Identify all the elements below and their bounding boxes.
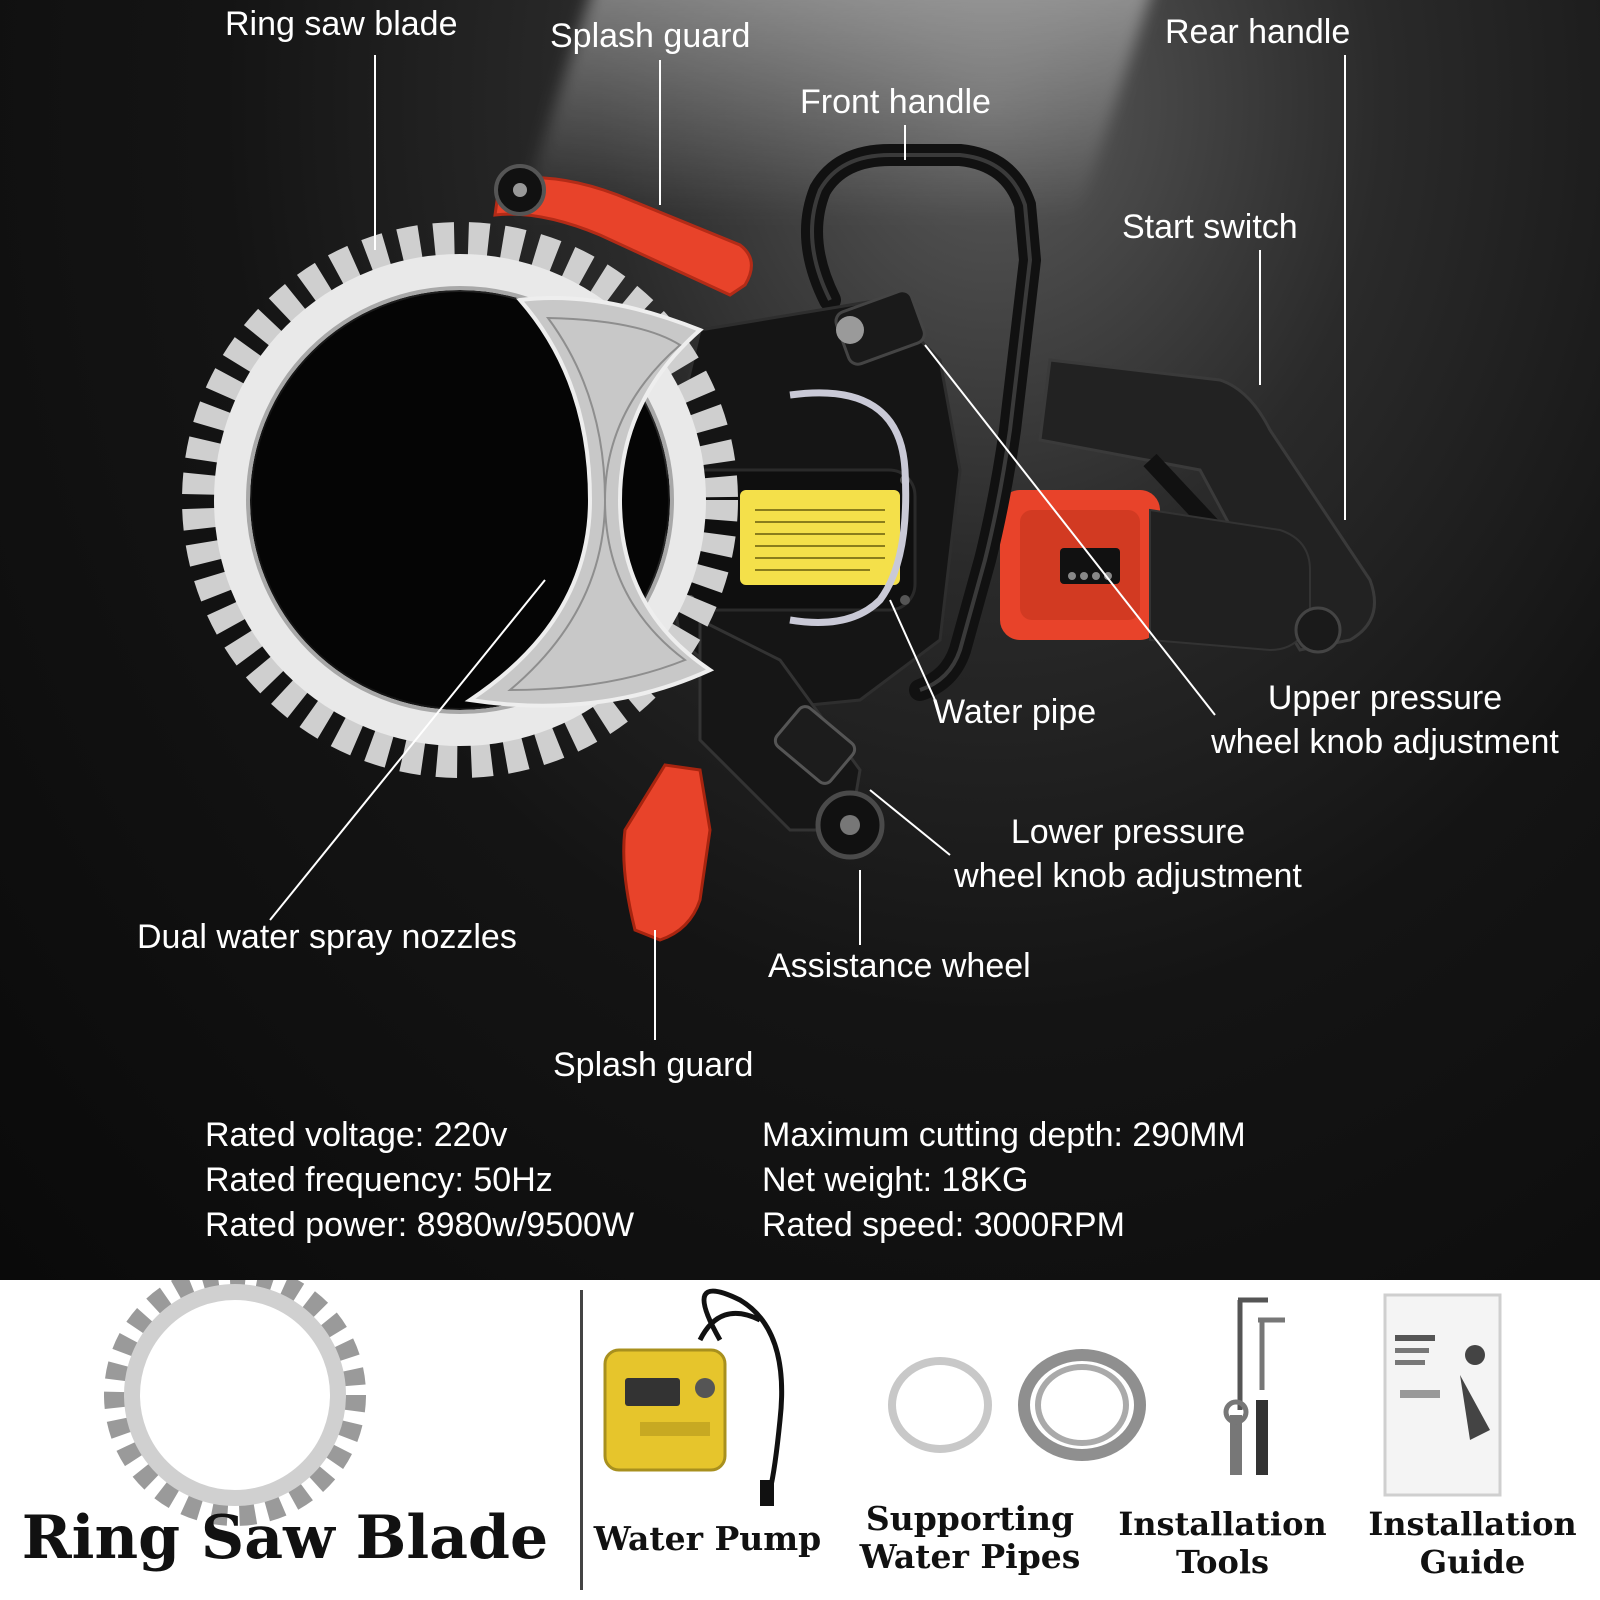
accessory-water-pump-label: Water Pump (593, 1519, 822, 1558)
accessory-water-pipes-label: Supporting Water Pipes (840, 1500, 1100, 1576)
ring-saw-illustration (182, 55, 1376, 1040)
accessory-ring-blade-image (104, 1280, 366, 1526)
accessory-guide-image (1383, 1293, 1502, 1497)
accessories-divider (580, 1290, 583, 1590)
callout-upper-pressure-line2: wheel knob adjustment (1211, 723, 1559, 761)
spec-power: Rated power: 8980w/9500W (205, 1206, 635, 1244)
callout-dual-nozzles: Dual water spray nozzles (137, 918, 517, 956)
spec-rated-speed: Rated speed: 3000RPM (762, 1206, 1125, 1244)
callout-upper-pressure: Upper pressure wheel knob adjustment (1175, 676, 1595, 764)
crescent-plate (464, 296, 715, 708)
spec-net-weight: Net weight: 18KG (762, 1161, 1029, 1199)
callout-start-switch: Start switch (1122, 208, 1298, 246)
accessory-guide-line1: Installation (1368, 1505, 1577, 1543)
accessories-illustrations (104, 1280, 1502, 1526)
splash-guard-top-shape (493, 164, 753, 297)
accessory-guide-line2: Guide (1419, 1543, 1526, 1581)
accessory-tools-line2: Tools (1176, 1543, 1269, 1581)
callout-splash-guard-top: Splash guard (550, 17, 751, 55)
accessory-tools-image (1223, 1297, 1285, 1475)
water-pipe-shape (789, 389, 910, 626)
leader-lines (269, 55, 1346, 1040)
lower-arm (698, 617, 885, 860)
accessory-tools-line1: Installation (1118, 1505, 1327, 1543)
accessories-strip: Ring Saw Blade Water Pump Supporting Wat… (0, 1280, 1600, 1600)
callout-lower-pressure-line1: Lower pressure (1010, 813, 1246, 851)
accessory-guide-label: Installation Guide (1350, 1505, 1595, 1581)
spec-voltage: Rated voltage: 220v (205, 1116, 508, 1154)
warning-label (740, 490, 900, 585)
motor-body (1000, 490, 1342, 654)
callout-splash-guard-bottom: Splash guard (553, 1046, 754, 1084)
callout-front-handle: Front handle (800, 83, 991, 121)
callout-lower-pressure: Lower pressure wheel knob adjustment (918, 810, 1338, 898)
upper-pressure-knob (834, 289, 926, 366)
callout-rear-handle: Rear handle (1165, 13, 1351, 51)
callout-ring-saw-blade: Ring saw blade (225, 5, 458, 43)
spec-cutting-depth: Maximum cutting depth: 290MM (762, 1116, 1246, 1154)
accessory-water-pipes-image (888, 1349, 1146, 1461)
accessory-water-pipes-line2: Water Pipes (859, 1537, 1081, 1576)
spec-frequency: Rated frequency: 50Hz (205, 1161, 553, 1199)
accessory-water-pipes-line1: Supporting (865, 1499, 1075, 1538)
splash-guard-bottom-shape (622, 763, 712, 942)
callout-upper-pressure-line1: Upper pressure (1267, 679, 1503, 717)
callout-lower-pressure-line2: wheel knob adjustment (954, 857, 1302, 895)
accessory-tools-label: Installation Tools (1100, 1505, 1345, 1581)
accessory-water-pump-image (603, 1288, 785, 1506)
callout-assistance-wheel: Assistance wheel (768, 947, 1031, 985)
product-photo-area: Ring saw blade Splash guard Rear handle … (0, 0, 1600, 1280)
callout-water-pipe: Water pipe (933, 693, 1097, 731)
accessory-ring-saw-blade-label: Ring Saw Blade (21, 1503, 549, 1573)
